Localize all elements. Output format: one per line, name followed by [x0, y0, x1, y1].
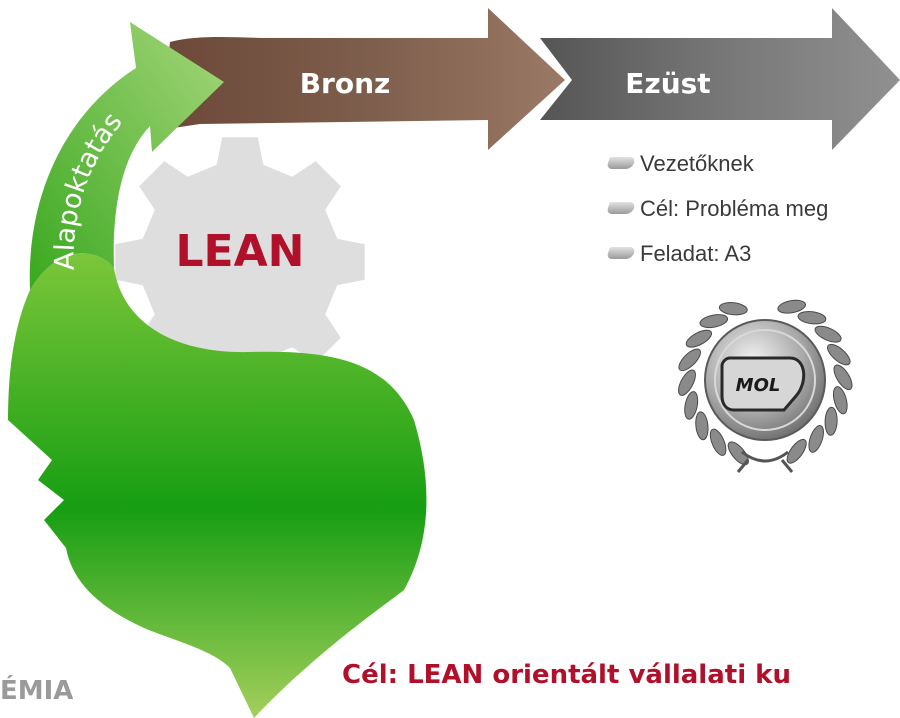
laurel-leaf [709, 428, 727, 456]
logo-text: ÉMIA [0, 676, 74, 706]
mol-medal-icon: MOL [678, 299, 853, 473]
bullet-text: Cél: Probléma meg [640, 196, 829, 221]
leaf-bullet-icon [606, 157, 636, 169]
ezust-bullet-list: Vezetőknek Cél: Probléma meg Feladat: A3 [606, 148, 828, 283]
laurel-leaf [827, 343, 851, 366]
laurel-leaf [814, 325, 842, 343]
leaf-bullet-icon [606, 247, 636, 259]
bronze-arrow [160, 8, 565, 150]
laurel-leaf [727, 441, 749, 466]
gear-icon [115, 137, 365, 387]
curved-green-arrow [29, 22, 224, 290]
laurel-leaf [684, 391, 699, 420]
silver-arrow [540, 8, 900, 150]
lean-label: LEAN [176, 226, 305, 277]
laurel-leaf [797, 311, 827, 325]
goal-statement: Cél: LEAN orientált vállalati ku [342, 660, 791, 690]
laurel-leaf [808, 425, 824, 453]
level-label-ezust: Ezüst [625, 67, 710, 100]
laurel-leaf [718, 302, 748, 316]
bullet-text: Vezetőknek [640, 151, 754, 176]
laurel-leaf [699, 314, 729, 329]
laurel-ribbon [736, 450, 794, 473]
laurel-leaf [824, 406, 838, 436]
laurel-leaf [833, 364, 853, 391]
laurel-leaf [678, 348, 701, 372]
laurel-leaf [695, 411, 709, 441]
laurel-leaf [786, 438, 807, 464]
mol-text: MOL [736, 375, 781, 396]
laurel-leaf [678, 369, 696, 396]
level-label-bronz: Bronz [300, 67, 391, 100]
list-item: Cél: Probléma meg [606, 193, 828, 238]
bullet-text: Feladat: A3 [640, 241, 752, 266]
head-silhouette [8, 253, 427, 718]
laurel-leaf [832, 386, 848, 415]
list-item: Feladat: A3 [606, 238, 828, 283]
list-item: Vezetőknek [606, 148, 828, 193]
leaf-bullet-icon [606, 202, 636, 214]
laurel-leaf [685, 329, 713, 348]
laurel-leaf [777, 299, 807, 314]
